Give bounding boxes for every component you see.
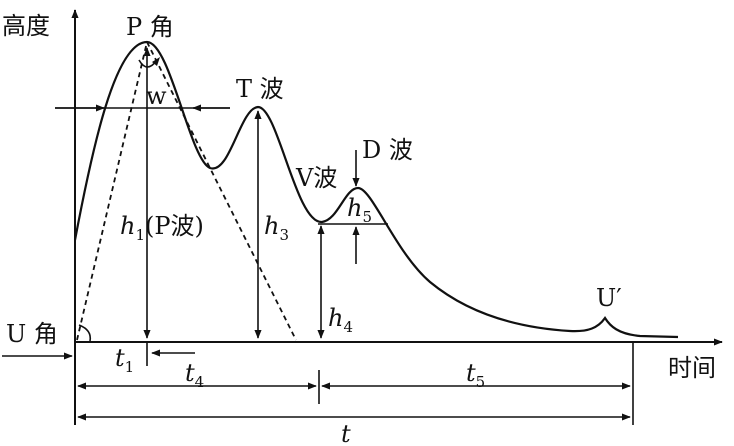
t5-label: t5 — [466, 359, 485, 391]
p-angle-arrowhead — [152, 57, 160, 66]
h3-label: h3 — [264, 212, 289, 244]
p-angle-label: P 角 — [126, 13, 174, 41]
y-axis-label: 高度 — [2, 12, 50, 40]
dashed-triangle-left — [76, 41, 148, 341]
h4-label: h4 — [328, 304, 353, 336]
u-angle-label: U 角 — [6, 320, 58, 348]
x-axis-label: 时间 — [668, 354, 716, 382]
v-wave-label: V波 — [295, 164, 337, 192]
u-angle-arc — [78, 324, 92, 342]
dashed-triangle-right — [146, 41, 297, 341]
t4-label: t4 — [185, 359, 204, 391]
d-wave-label: D 波 — [362, 136, 413, 164]
pulse-waveform — [73, 40, 679, 339]
w-label: w — [146, 82, 167, 110]
t1-label: t1 — [115, 344, 134, 376]
h5-label: h5 — [347, 194, 372, 226]
u-prime-label: U′ — [596, 284, 622, 312]
h1-label: h1(P波) — [120, 212, 204, 244]
t-total-label: t — [341, 420, 351, 446]
t-wave-label: T 波 — [236, 75, 284, 103]
